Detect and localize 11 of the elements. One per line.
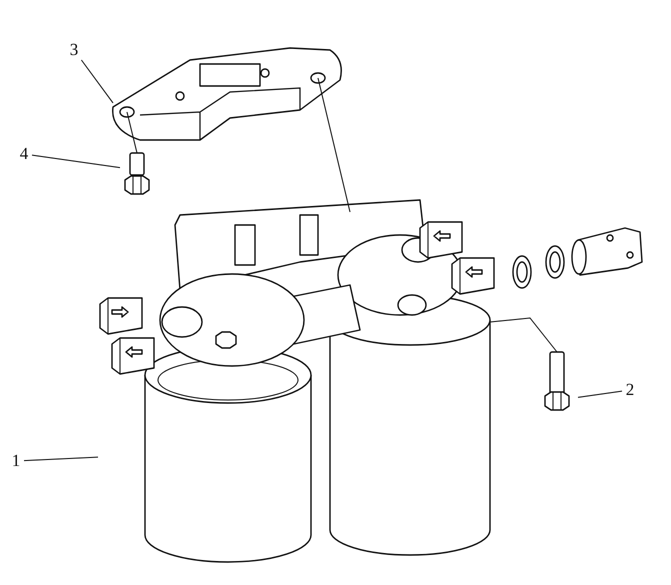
leader-line: [578, 390, 622, 398]
assembly-line: [490, 317, 558, 352]
leader-line: [80, 60, 114, 104]
callout-number: 1: [8, 451, 24, 471]
assembly-line: [126, 112, 138, 154]
callout-number: 2: [622, 380, 638, 400]
assembly-line: [318, 78, 350, 212]
callout-number: 4: [16, 144, 32, 164]
callout-number: 3: [66, 40, 82, 60]
leader-line: [32, 154, 120, 168]
leader-line: [24, 456, 98, 462]
